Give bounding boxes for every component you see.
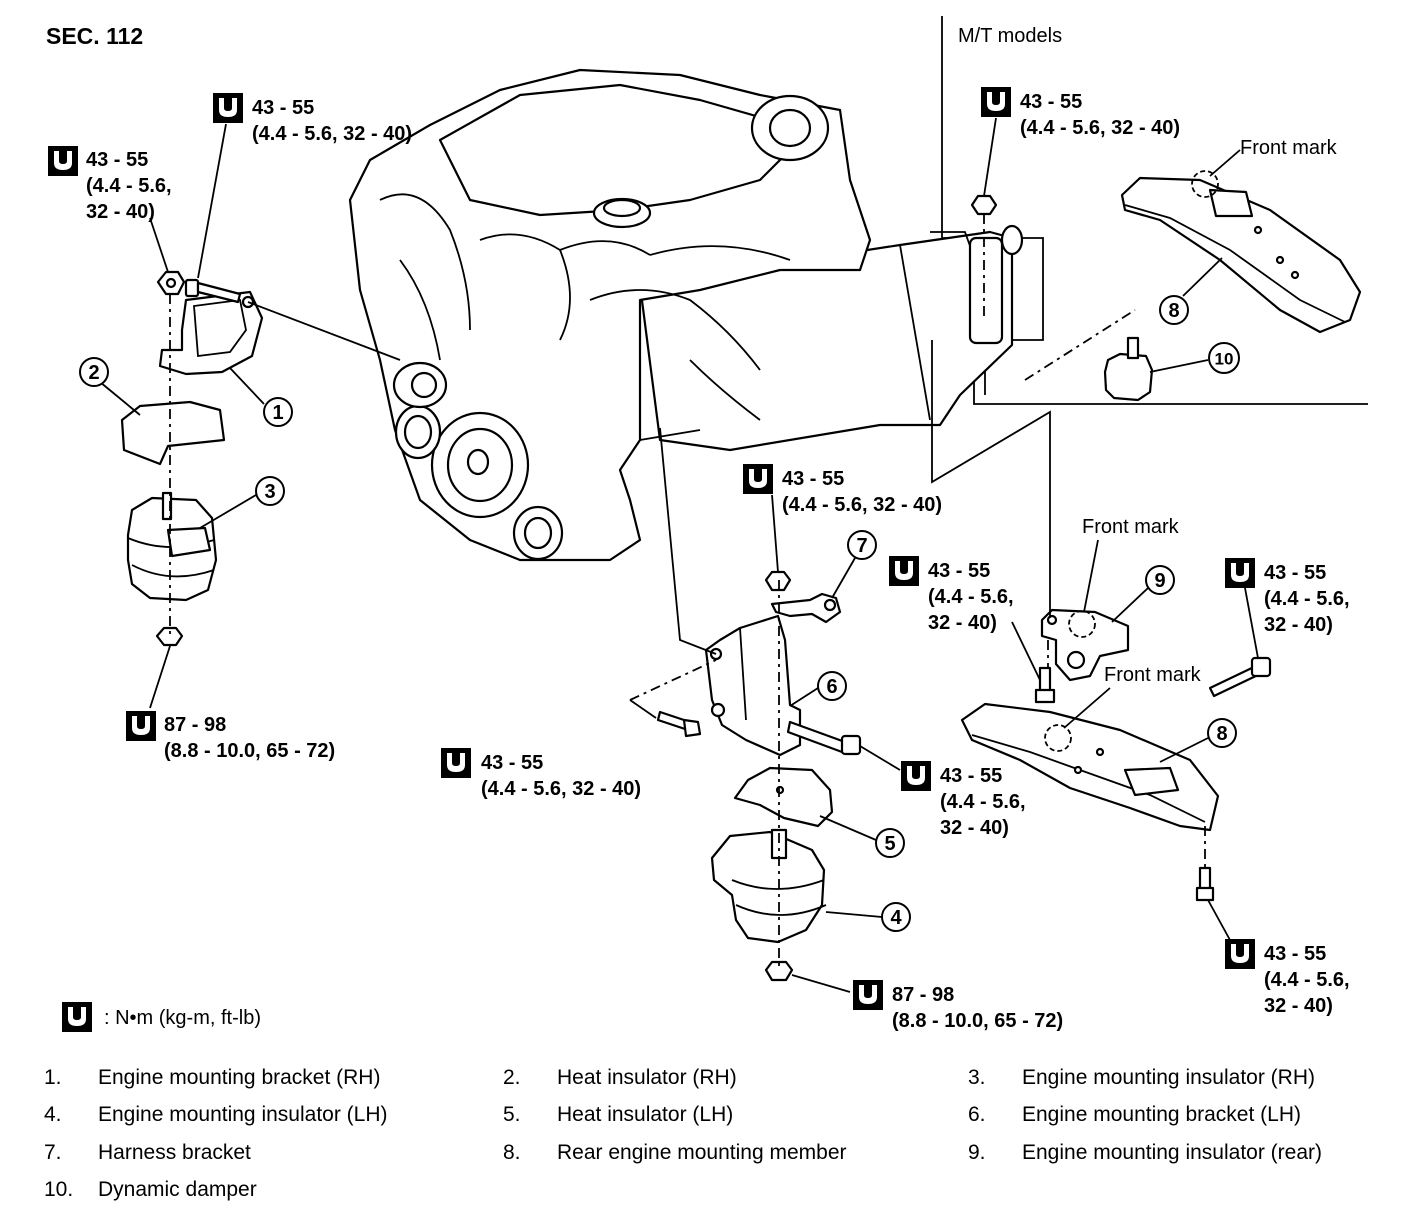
svg-text:43 - 55: 43 - 55 <box>86 149 148 171</box>
torque-spec-9: 43 - 55 (4.4 - 5.6, 32 - 40) <box>901 761 1026 839</box>
callout-8-at: 8 <box>1159 718 1237 763</box>
svg-text:43 - 55: 43 - 55 <box>1264 562 1326 584</box>
callout-9: 9 <box>1111 565 1175 623</box>
svg-text:(4.4 - 5.6,: (4.4 - 5.6, <box>1264 969 1350 991</box>
svg-text:4: 4 <box>890 907 902 929</box>
svg-text:43 - 55: 43 - 55 <box>1020 91 1082 113</box>
svg-text:87 - 98: 87 - 98 <box>164 714 226 736</box>
callout-1: 1 <box>229 367 293 427</box>
heat-insulator-lh <box>733 766 834 828</box>
rh-bolt <box>184 278 242 304</box>
rear-top-bolt <box>1208 656 1272 698</box>
svg-text:43 - 55: 43 - 55 <box>940 765 1002 787</box>
engine-mounting-bracket-lh <box>704 614 802 757</box>
parts-legend: 1. Engine mounting bracket (RH) 2. Heat … <box>44 1066 1322 1201</box>
engine-mounting-insulator-lh <box>710 828 827 944</box>
svg-text:7: 7 <box>856 535 867 557</box>
torque-spec-3: 87 - 98 (8.8 - 10.0, 65 - 72) <box>126 711 335 762</box>
rh-lower-nut <box>155 626 184 647</box>
engine-mounting-insulator-rear <box>1040 608 1130 682</box>
svg-text:1: 1 <box>272 402 283 424</box>
torque-spec-6: 43 - 55 (4.4 - 5.6, 32 - 40) <box>981 87 1180 139</box>
callout-8-mt: 8 <box>1159 257 1223 325</box>
svg-text:32 - 40): 32 - 40) <box>1264 614 1333 636</box>
rear-mounting-member-mt <box>1120 170 1362 334</box>
svg-text:43 - 55: 43 - 55 <box>782 468 844 490</box>
callout-6: 6 <box>789 671 847 707</box>
engine-mounting-bracket-rh <box>158 290 264 376</box>
front-mark-label-rear-insulator: Front mark <box>1082 516 1180 538</box>
torque-spec-8: 43 - 55 (4.4 - 5.6, 32 - 40) <box>1225 558 1350 636</box>
svg-text:(4.4 - 5.6, 32 - 40): (4.4 - 5.6, 32 - 40) <box>782 494 942 516</box>
lh-side-bolt <box>786 720 862 756</box>
torque-spec-2: 43 - 55 (4.4 - 5.6, 32 - 40) <box>48 146 172 223</box>
torque-unit-key: : N•m (kg-m, ft-lb) <box>62 1002 261 1032</box>
torque-spec-7: 43 - 55 (4.4 - 5.6, 32 - 40) <box>889 556 1014 634</box>
lh-front-bolt <box>656 710 702 738</box>
svg-text:(4.4 - 5.6, 32 - 40): (4.4 - 5.6, 32 - 40) <box>481 778 641 800</box>
svg-text:43 - 55: 43 - 55 <box>481 752 543 774</box>
mt-nut <box>970 194 998 216</box>
svg-text:32 - 40): 32 - 40) <box>1264 995 1333 1017</box>
callout-4: 4 <box>825 902 911 932</box>
svg-text:32 - 40): 32 - 40) <box>940 817 1009 839</box>
svg-text:(8.8 - 10.0, 65 - 72): (8.8 - 10.0, 65 - 72) <box>892 1010 1063 1032</box>
svg-text:(4.4 - 5.6, 32 - 40): (4.4 - 5.6, 32 - 40) <box>252 123 412 145</box>
svg-text:(4.4 - 5.6,: (4.4 - 5.6, <box>940 791 1026 813</box>
svg-text:5: 5 <box>884 833 895 855</box>
callout-5: 5 <box>819 815 905 858</box>
svg-text:(8.8 - 10.0, 65 - 72): (8.8 - 10.0, 65 - 72) <box>164 740 335 762</box>
callout-10: 10 <box>1149 342 1240 374</box>
svg-text:43 - 55: 43 - 55 <box>928 560 990 582</box>
svg-text:32 - 40): 32 - 40) <box>86 201 155 223</box>
heat-insulator-rh <box>120 400 226 466</box>
torque-spec-11: 43 - 55 (4.4 - 5.6, 32 - 40) <box>1225 939 1350 1017</box>
svg-text:(4.4 - 5.6,: (4.4 - 5.6, <box>86 175 172 197</box>
rh-nut <box>156 270 186 296</box>
svg-text:8: 8 <box>1216 723 1227 745</box>
engine-mounting-insulator-rh <box>126 491 218 602</box>
svg-text:43 - 55: 43 - 55 <box>252 97 314 119</box>
torque-spec-5: 43 - 55 (4.4 - 5.6, 32 - 40) <box>441 748 641 800</box>
svg-text:(4.4 - 5.6,: (4.4 - 5.6, <box>1264 588 1350 610</box>
rear-lower-bolt <box>1195 866 1215 902</box>
section-title: SEC. 112 <box>46 23 143 49</box>
svg-text:2: 2 <box>88 362 99 384</box>
lh-top-nut <box>764 570 792 592</box>
callout-7: 7 <box>831 530 877 599</box>
svg-text:: N•m (kg-m, ft-lb): : N•m (kg-m, ft-lb) <box>104 1007 261 1029</box>
svg-text:9: 9 <box>1154 570 1165 592</box>
torque-leaders <box>149 117 1259 993</box>
torque-spec-4: 43 - 55 (4.4 - 5.6, 32 - 40) <box>743 464 942 516</box>
dynamic-damper <box>1103 336 1154 402</box>
svg-text:10: 10 <box>1215 350 1234 369</box>
torque-spec-1: 43 - 55 (4.4 - 5.6, 32 - 40) <box>213 93 412 145</box>
svg-text:8: 8 <box>1168 300 1179 322</box>
svg-text:32 - 40): 32 - 40) <box>928 612 997 634</box>
front-mark-label-member: Front mark <box>1104 664 1202 686</box>
svg-text:(4.4 - 5.6,: (4.4 - 5.6, <box>928 586 1014 608</box>
engine-assembly <box>348 68 1024 562</box>
rear-insulator-bolt <box>1034 666 1056 704</box>
harness-bracket <box>770 592 842 624</box>
callout-3: 3 <box>199 476 285 529</box>
svg-text:3: 3 <box>264 481 275 503</box>
mt-models-label: M/T models <box>958 25 1062 47</box>
front-mark-label-mt: Front mark <box>1240 137 1338 159</box>
rear-mounting-member-at <box>960 702 1220 832</box>
svg-text:(4.4 - 5.6, 32 - 40): (4.4 - 5.6, 32 - 40) <box>1020 117 1180 139</box>
svg-text:6: 6 <box>826 676 837 698</box>
svg-text:87 - 98: 87 - 98 <box>892 984 954 1006</box>
lh-lower-nut <box>764 960 794 982</box>
torque-spec-10: 87 - 98 (8.8 - 10.0, 65 - 72) <box>853 980 1063 1032</box>
svg-text:43 - 55: 43 - 55 <box>1264 943 1326 965</box>
callout-2: 2 <box>79 357 141 416</box>
